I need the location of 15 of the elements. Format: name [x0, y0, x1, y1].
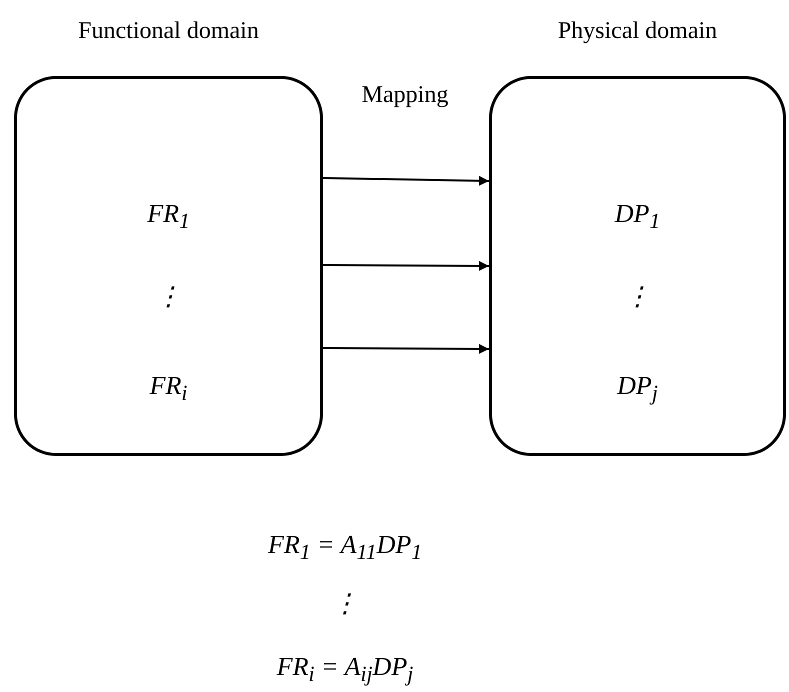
domain-heading: Functional domain: [77, 18, 260, 45]
domain-heading: Physical domain: [556, 18, 718, 45]
equation: FR$_{1}$ = A$_{11}$DP$_{1}$: [268, 530, 422, 566]
arrow: [322, 176, 490, 186]
equation: FR$_{i}$ = A$_{ij}$DP$_{j}$: [276, 652, 414, 688]
variable-label: FR$_{1}$: [146, 199, 191, 234]
equation: ⋮: [332, 588, 358, 619]
variable-label: ⋮: [154, 281, 182, 312]
arrow: [323, 260, 489, 271]
variable-label: DP$_{j}$: [616, 371, 659, 406]
variable-label: ⋮: [624, 281, 652, 312]
mapping-label: Mapping: [362, 82, 448, 109]
variable-label: FR$_{i}$: [148, 371, 188, 406]
variable-label: DP$_{1}$: [614, 199, 662, 234]
arrow: [323, 344, 489, 354]
